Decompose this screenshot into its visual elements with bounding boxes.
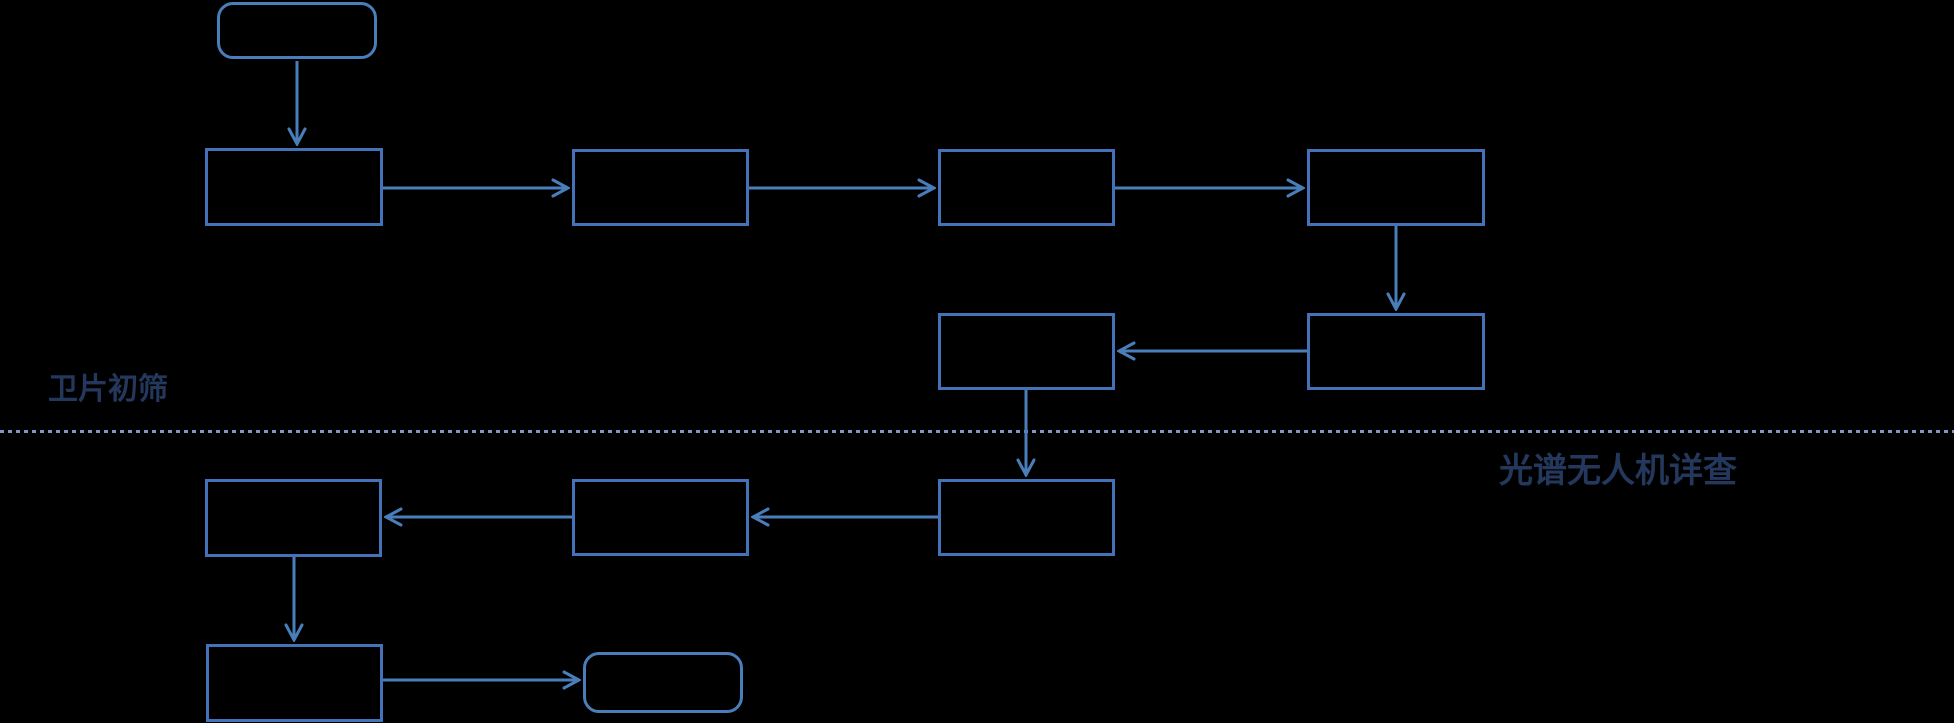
process-box-3 (938, 149, 1115, 226)
process-box-2 (572, 149, 749, 226)
phase2-section-label: 光谱无人机详查 (1499, 451, 1737, 491)
process-box-4 (1307, 149, 1485, 226)
process-box-9 (205, 479, 382, 557)
process-box-7 (938, 479, 1115, 556)
process-box-1 (205, 148, 383, 226)
start-terminator-shape (217, 2, 377, 59)
process-box-5 (1307, 313, 1485, 390)
end-terminator-shape (583, 652, 743, 713)
process-box-6 (938, 313, 1115, 390)
process-box-8 (572, 479, 749, 556)
phase-divider-dotted-line (0, 430, 1954, 433)
process-box-10 (206, 644, 383, 722)
phase1-section-label: 卫片初筛 (48, 372, 168, 407)
